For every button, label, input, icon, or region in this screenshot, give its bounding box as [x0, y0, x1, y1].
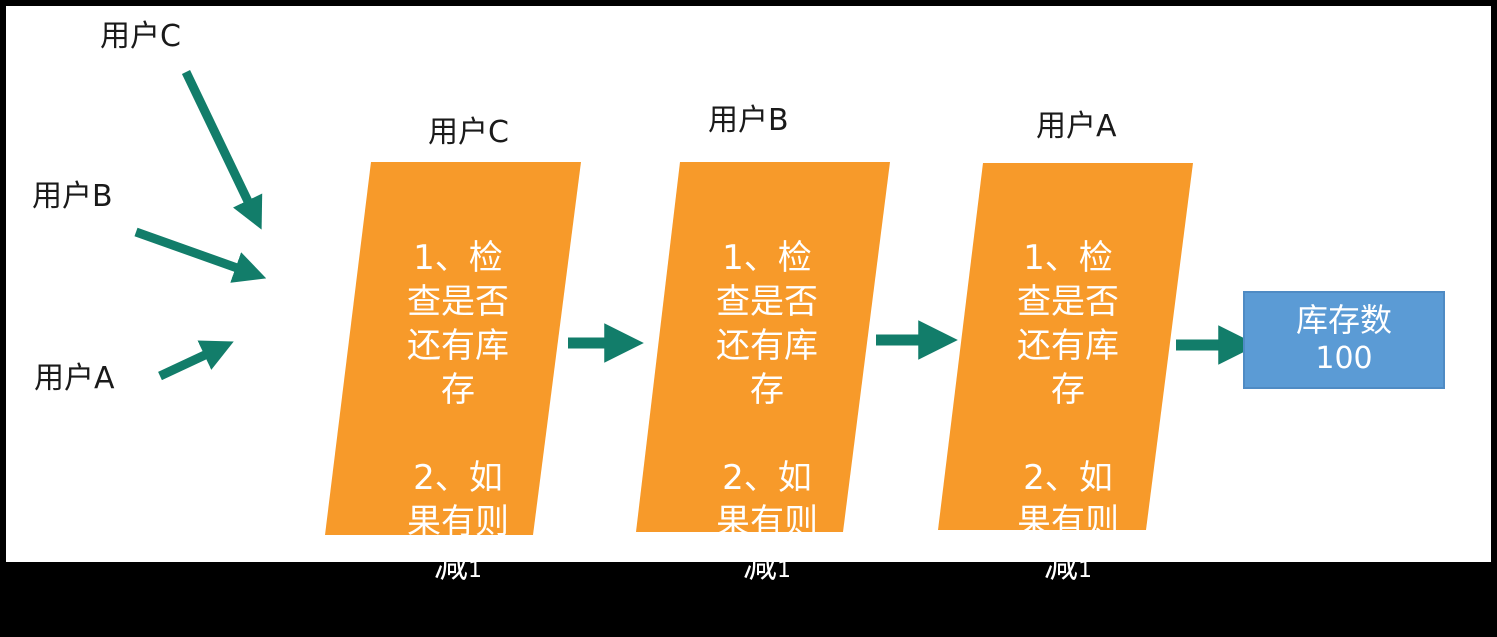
card-3-text: 1、检查是否还有库存 2、如果有则减1: [1003, 192, 1133, 637]
arrow-user-b-in: [134, 227, 267, 283]
input-label-user-c: 用户C: [100, 19, 181, 54]
stock-box: [1243, 291, 1445, 389]
card-3-step1: 1、检查是否还有库存: [1017, 238, 1119, 410]
stock-label: 库存数: [1295, 301, 1392, 339]
diagram-canvas: 用户C 用户B 用户A 用户C 用户B 用户A 1、检查是否还有库存 2、如果有…: [6, 6, 1491, 586]
queue-header-2: 用户B: [708, 103, 789, 138]
card-2-step2: 2、如果有则减1: [716, 458, 818, 586]
queue-header-1: 用户C: [428, 115, 509, 150]
flow-diagram: [6, 6, 1491, 562]
card-3-step2: 2、如果有则减1: [1017, 458, 1119, 586]
queue-header-3: 用户A: [1036, 109, 1117, 144]
card-2-text: 1、检查是否还有库存 2、如果有则减1: [702, 192, 832, 637]
input-label-user-a: 用户A: [34, 361, 115, 396]
stock-value: 100: [1315, 341, 1373, 376]
request-card-2: [636, 162, 890, 532]
card-1-step1: 1、检查是否还有库存: [407, 238, 509, 410]
request-card-1: [325, 162, 581, 535]
card-2-step1: 1、检查是否还有库存: [716, 238, 818, 410]
card-1-text: 1、检查是否还有库存 2、如果有则减1: [393, 192, 523, 637]
arrow-user-c-in: [181, 70, 263, 230]
input-label-user-b: 用户B: [32, 179, 113, 214]
arrow-user-a-in: [158, 340, 234, 381]
request-card-3: [938, 163, 1193, 530]
card-1-step2: 2、如果有则减1: [407, 458, 509, 586]
